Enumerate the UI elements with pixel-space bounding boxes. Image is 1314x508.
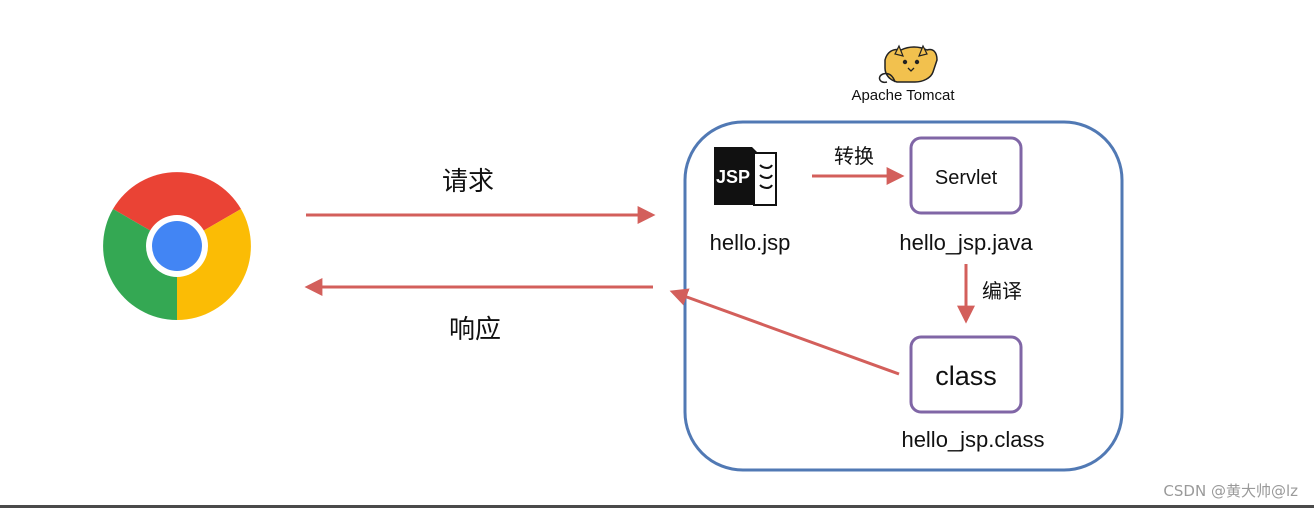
chrome-logo-icon (103, 172, 251, 320)
compile-label: 编译 (982, 279, 1022, 303)
servlet-label: Servlet (935, 167, 998, 189)
jsp-file-icon: JSP (714, 147, 777, 206)
tomcat-label: Apache Tomcat (851, 87, 955, 104)
class-box (909, 335, 1023, 414)
watermark: CSDN @黄大帅@lz (1163, 482, 1298, 500)
response-label: 响应 (449, 315, 501, 345)
servlet-box (909, 136, 1023, 215)
jsp-icon-text: JSP (716, 167, 750, 187)
servlet-caption: hello_jsp.java (899, 230, 1033, 255)
bottom-border (0, 505, 1314, 508)
tomcat-logo-icon (878, 44, 938, 84)
jsp-caption: hello.jsp (710, 230, 791, 255)
class-caption: hello_jsp.class (901, 427, 1044, 452)
class-to-response-arrow (669, 288, 900, 376)
convert-label: 转换 (834, 144, 874, 168)
request-label: 请求 (442, 167, 494, 197)
class-label: class (935, 361, 997, 391)
